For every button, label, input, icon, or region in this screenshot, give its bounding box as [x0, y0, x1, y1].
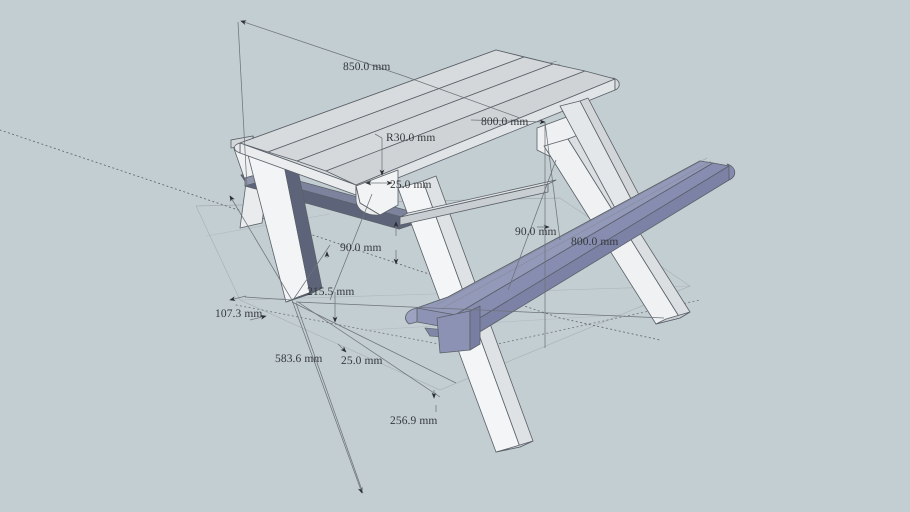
bench-right-support[interactable]	[436, 287, 536, 354]
dimension-leader-lines	[229, 20, 665, 494]
tabletop[interactable]	[233, 49, 646, 196]
dimension-label-90-left: 90.0 mm	[340, 242, 382, 254]
dimension-label-25-low: 25.0 mm	[341, 355, 383, 367]
dimension-label-215: 215.5 mm	[307, 286, 355, 298]
dimension-label-107: 107.3 mm	[215, 308, 263, 320]
dimension-label-850: 850.0 mm	[343, 61, 391, 73]
dimension-label-90-right: 90.0 mm	[515, 226, 557, 238]
dimension-label-256: 256.9 mm	[390, 415, 438, 427]
dimension-label-583: 583.6 mm	[275, 353, 323, 365]
bench-right-selected[interactable]	[405, 157, 736, 341]
dimension-label-800-bench: 800.0 mm	[571, 236, 619, 248]
dimension-label-r30: R30.0 mm	[386, 132, 436, 144]
center-cross-brace[interactable]	[399, 166, 600, 226]
dimension-label-25-top: 25.0 mm	[390, 179, 432, 191]
dimension-label-800-top: 800.0 mm	[481, 116, 529, 128]
